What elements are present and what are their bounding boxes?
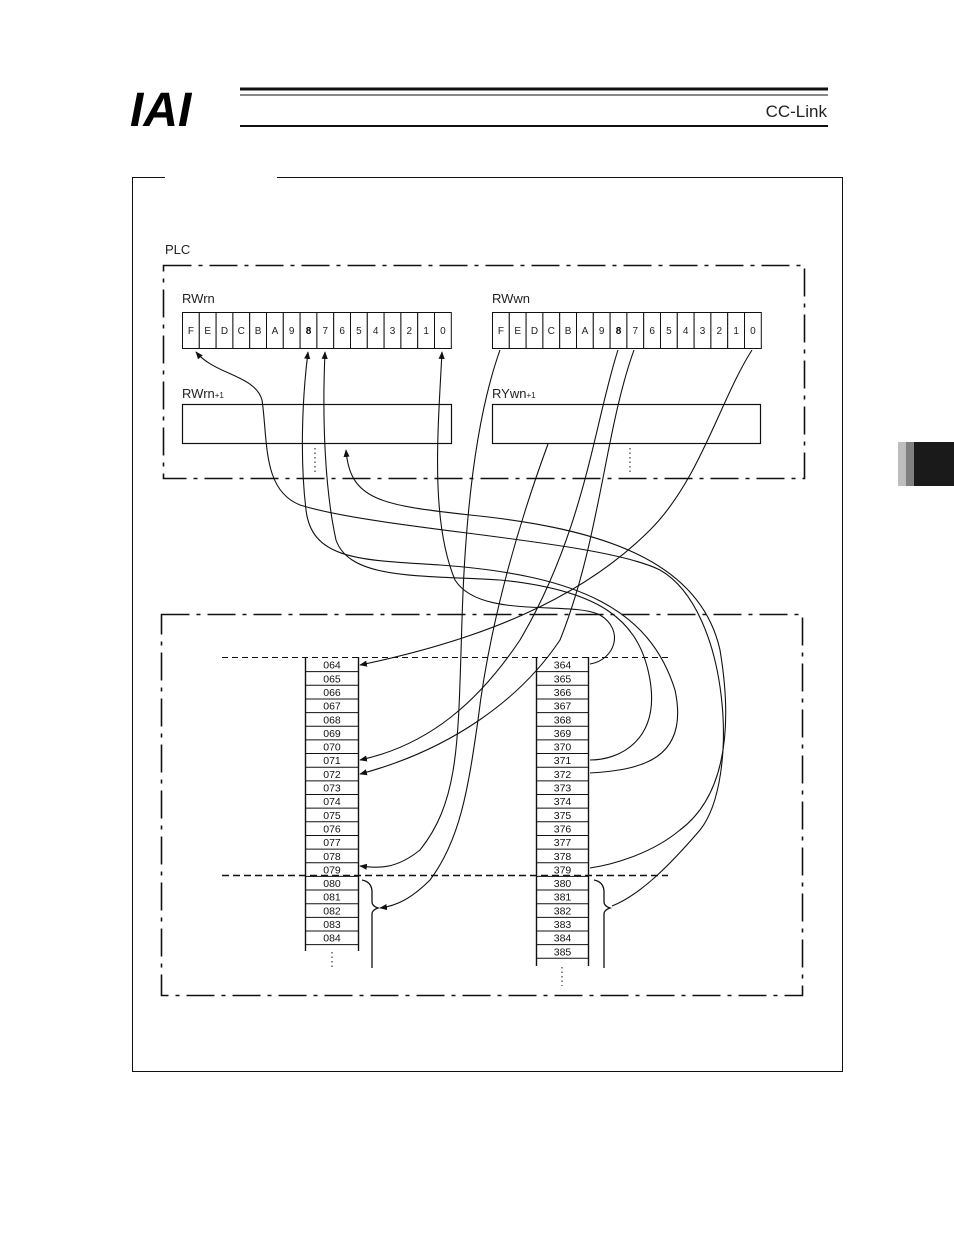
left-column-address-cell: 084 [323,933,341,945]
plc-boundary [164,266,805,479]
rwwn-bit-label: 2 [717,326,723,337]
right-column-address-cell: 375 [554,810,572,822]
rwwn-bit-label: 0 [750,326,756,337]
rwwn-label: RWwn [492,291,530,306]
rwwn-bit-label: 3 [700,326,706,337]
right-column-address-cell: 369 [554,728,572,740]
rwwn-bit-label: 5 [666,326,672,337]
rwrn-bit-label: 6 [339,326,345,337]
rwwn-bit-label: F [498,326,504,337]
rwrn-bit-label: C [238,326,245,337]
rywn1-label: RYwn+1 [492,386,536,401]
iai-logo: IAI [130,84,193,137]
rwwn-bit-label: 7 [633,326,639,337]
rwrn-bit-label: 0 [440,326,446,337]
rwwn-bit-label: C [548,326,555,337]
left-column-address-cell: 077 [323,837,341,849]
rwrn-bit-label: 4 [373,326,379,337]
left-column-address-cell: 068 [323,714,341,726]
right-column-address-cell: 381 [554,892,572,904]
right-column-address-cell: 366 [554,687,572,699]
rwwn-bit-label: B [565,326,572,337]
figure-frame [133,178,843,1072]
curve-rywn1-to-brace [380,444,548,908]
rwrn1-register-box [183,405,452,444]
right-column-address-cell: 382 [554,905,572,917]
rwrn-bit-label: E [204,326,211,337]
right-column-address-cell: 384 [554,933,572,945]
right-column-address-cell: 374 [554,796,572,808]
right-column-address-cell: 380 [554,878,572,890]
right-column-address-cell: 367 [554,701,572,713]
left-column-address-cell: 074 [323,796,341,808]
left-column-address-cell: 083 [323,919,341,931]
right-column-address-cell: 373 [554,783,572,795]
rwrn-bit-label: 3 [390,326,396,337]
right-column-address-cell: 364 [554,660,572,672]
device-memory-boundary [162,615,803,996]
rwwn-bit-label: A [582,326,589,337]
rwrn-label: RWrn [182,291,215,306]
rwrn-bit-label: A [272,326,279,337]
left-column-address-cell: 073 [323,783,341,795]
left-column-address-cell: 081 [323,892,341,904]
rywn1-register-box [493,405,761,444]
rwrn-bit-label: 1 [423,326,429,337]
rwwn-bit-label: 6 [649,326,655,337]
left-column-address-cell: 071 [323,755,341,767]
left-column-address-cell: 066 [323,687,341,699]
left-column-address-cell: 072 [323,769,341,781]
right-column-address-cell: 378 [554,851,572,863]
rwwn-bit-label: 8 [616,326,622,337]
right-column-address-cell: 370 [554,742,572,754]
left-column-address-cell: 079 [323,864,341,876]
left-column-address-cell: 080 [323,878,341,890]
rwrn-bit-label: F [188,326,194,337]
side-tab-block [914,442,954,486]
side-tab-stripe-light [898,442,906,486]
left-column-address-cell: 067 [323,701,341,713]
rwwn-bit-label: 9 [599,326,605,337]
curve-rwwn-bit0-to-064 [360,350,752,665]
right-column-address-cell: 377 [554,837,572,849]
rwrn1-label: RWrn+1 [182,386,224,401]
right-brace [594,880,610,968]
side-tab-stripe-mid [906,442,914,486]
rwwn-bit-label: 1 [733,326,739,337]
rwwn-bit-label: 4 [683,326,689,337]
rwrn-bit-label: 5 [356,326,362,337]
left-column-address-cell: 069 [323,728,341,740]
rwrn-bit-label: 7 [323,326,329,337]
left-column-address-cell: 064 [323,660,341,672]
rwwn-bit-label: E [514,326,521,337]
left-column-address-cell: 070 [323,742,341,754]
rwrn-bit-label: 9 [289,326,295,337]
rwrn-bit-label: 8 [306,326,312,337]
left-column-address-cell: 078 [323,851,341,863]
section-title: CC-Link [766,102,828,121]
rwrn-bit-label: D [221,326,228,337]
left-column-address-cell: 076 [323,823,341,835]
right-column-address-cell: 376 [554,823,572,835]
left-column-address-cell: 075 [323,810,341,822]
left-brace [362,880,378,968]
rwrn-bit-label: 2 [407,326,413,337]
right-column-address-cell: 371 [554,755,572,767]
left-column-address-cell: 065 [323,673,341,685]
rwrn-bit-label: B [255,326,262,337]
right-column-address-cell: 372 [554,769,572,781]
right-column-address-cell: 383 [554,919,572,931]
right-column-address-cell: 365 [554,673,572,685]
plc-label: PLC [165,242,190,257]
left-column-address-cell: 082 [323,905,341,917]
rwwn-bit-label: D [531,326,538,337]
right-column-address-cell: 379 [554,864,572,876]
right-column-address-cell: 385 [554,946,572,958]
right-column-address-cell: 368 [554,714,572,726]
